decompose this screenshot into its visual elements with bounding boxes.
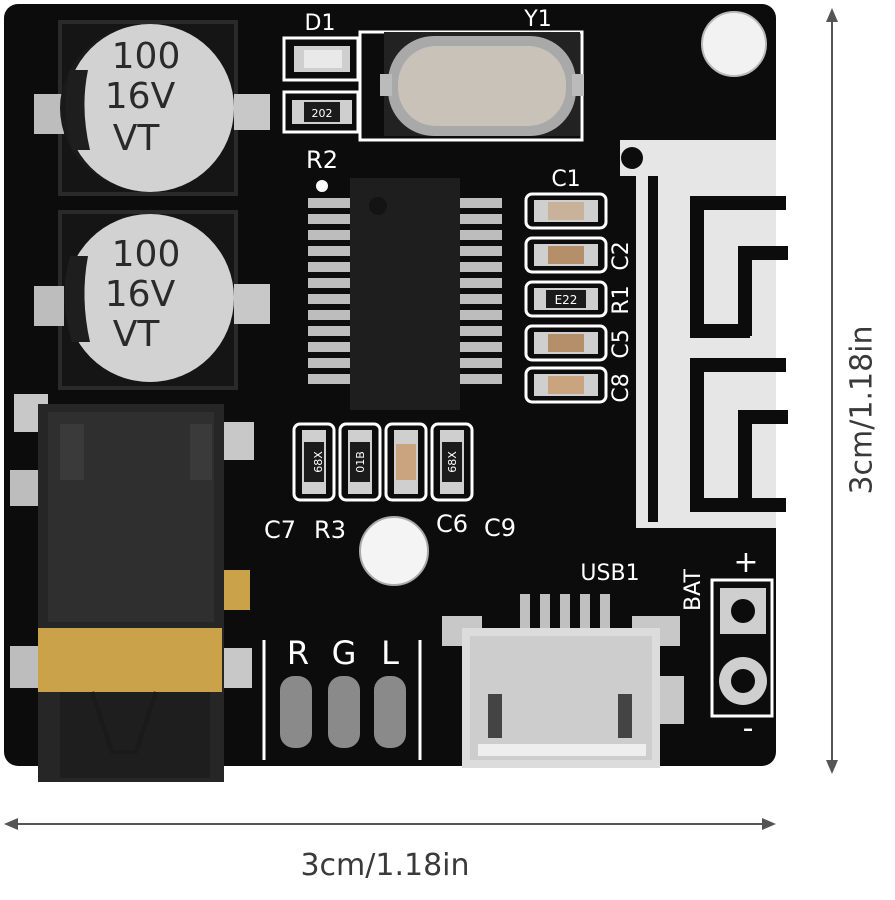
led-d1: D1 [282,11,360,82]
width-dimension-label: 3cm/1.18in [300,848,470,883]
passives-lower-row: 68X 01B 68X C7 R3 C6 C9 [264,422,516,544]
rgl-pads: R G L [262,634,422,760]
height-dimension-line [826,8,838,774]
ic-chip [308,178,502,410]
label-r1: R1 [609,285,634,314]
label-plus: + [733,545,758,580]
r2-marking: 202 [312,107,333,120]
crystal-y1: Y1 [358,7,584,142]
cap1-series: VT [113,118,161,159]
label-c9: C9 [484,514,516,542]
cap2-voltage: 16V [105,274,176,315]
resistor-r2: 202 R2 [282,90,360,174]
label-c6: C6 [436,510,468,538]
label-c5: C5 [609,329,634,358]
label-c8: C8 [609,373,634,402]
label-bat: BAT [681,569,706,611]
passives-right-column: C1 E22 C2 R1 C5 C8 [524,167,634,404]
cap1-voltage: 16V [105,76,176,117]
label-d1: D1 [305,11,336,36]
label-g-pad: G [332,634,357,672]
r3-marking: 01B [354,451,367,473]
label-minus: - [743,711,754,746]
label-c2: C2 [609,241,634,270]
c9-marking: 68X [446,451,459,473]
pcb-antenna [620,140,788,528]
micro-usb-connector: USB1 [442,561,684,768]
electrolytic-capacitor-2: 100 16V VT [34,210,270,390]
label-y1: Y1 [523,7,551,32]
label-l-pad: L [381,634,399,672]
battery-terminal: + BAT - [681,545,774,746]
c7-marking: 68X [312,451,325,473]
label-r2: R2 [306,146,338,174]
mounting-hole-center [360,517,428,585]
height-dimension-text: 3cm/1.18in [844,325,880,495]
cap2-series: VT [113,314,161,355]
label-usb1: USB1 [580,561,639,586]
audio-jack [10,394,254,782]
label-r3: R3 [314,516,346,544]
width-dimension-line [4,818,776,830]
cap1-value: 100 [112,36,181,77]
label-c7: C7 [264,516,296,544]
electrolytic-capacitor-1: 100 16V VT [34,20,270,196]
ic-left-pins [308,198,350,384]
label-r-pad: R [287,634,309,672]
mounting-hole-top-right [702,12,766,76]
ic-right-pins [460,198,502,384]
r1-marking: E22 [555,293,578,307]
cap2-value: 100 [112,234,181,275]
label-c1: C1 [551,167,580,192]
